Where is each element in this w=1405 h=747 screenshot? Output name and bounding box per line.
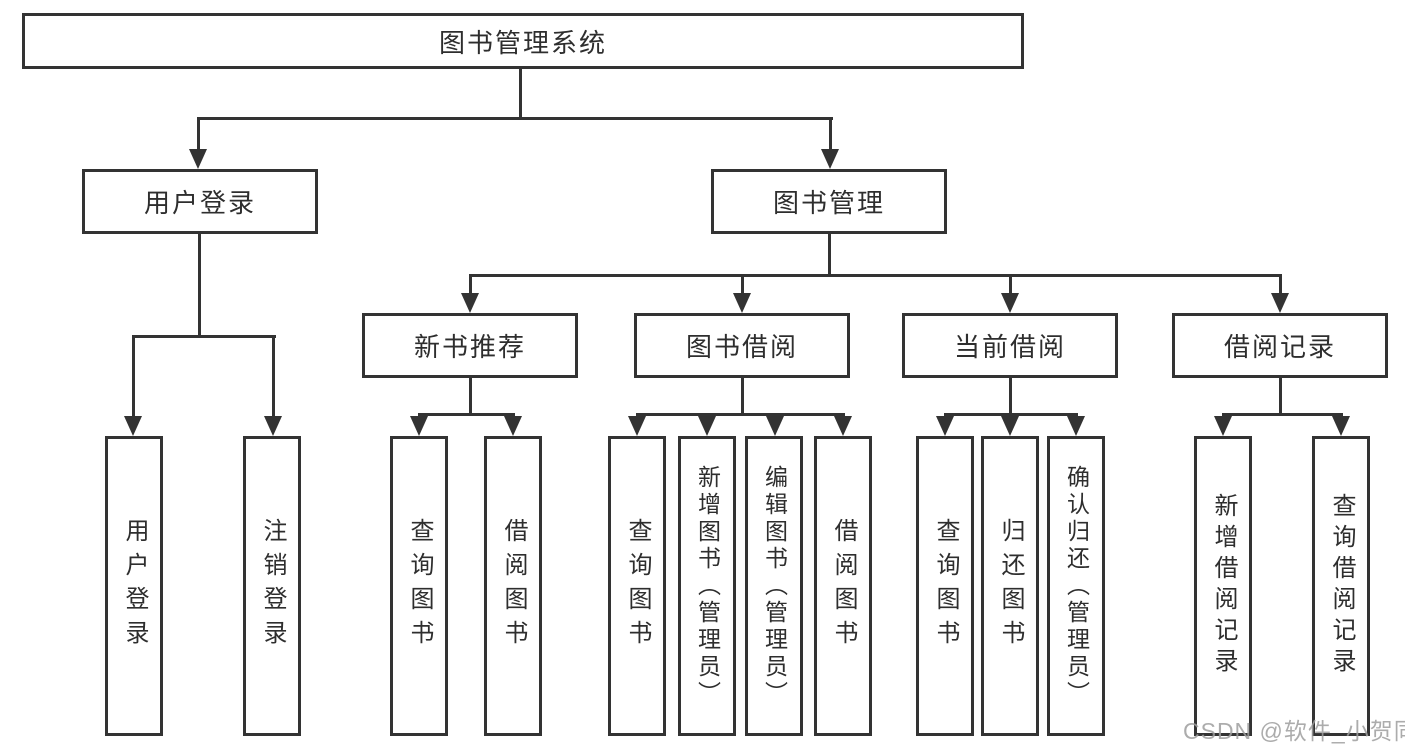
arrowhead-query-books-3 — [936, 416, 954, 436]
arrowhead-borrow-books-2 — [834, 416, 852, 436]
leaf-borrow-books-recommend: 借阅图书 — [484, 436, 542, 736]
leaf-label: 确认归还（管理员） — [1063, 464, 1090, 708]
connector-root-stem — [519, 68, 522, 119]
leaf-label: 借阅图书 — [830, 518, 857, 654]
leaf-query-books-current: 查询图书 — [916, 436, 974, 736]
node-book-borrowing-label: 图书借阅 — [685, 332, 798, 362]
arrowhead-return-books — [1001, 416, 1019, 436]
leaf-query-borrow-record: 查询借阅记录 — [1312, 436, 1370, 736]
leaf-logout: 注销登录 — [243, 436, 301, 736]
arrowhead-current-borrow — [1001, 293, 1019, 313]
leaf-borrow-books-borrowing: 借阅图书 — [814, 436, 872, 736]
connector-current-borrow-stem — [1009, 377, 1012, 416]
arrowhead-query-record — [1332, 416, 1350, 436]
connector-borrow-record-stem — [1279, 377, 1282, 416]
leaf-add-borrow-record: 新增借阅记录 — [1194, 436, 1252, 736]
leaf-logout-label: 注销登录 — [259, 518, 286, 654]
node-new-book-recommend-label: 新书推荐 — [413, 332, 526, 362]
arrowhead-edit-books — [766, 416, 784, 436]
connector-arm-book-mgmt — [829, 117, 832, 151]
connector-new-book-stem — [469, 377, 472, 416]
arrowhead-borrow-record — [1271, 293, 1289, 313]
connector-book-mgmt-stem — [828, 233, 831, 277]
leaf-query-books-borrowing: 查询图书 — [608, 436, 666, 736]
connector-user-login-split — [132, 335, 276, 338]
node-root-library-system: 图书管理系统 — [22, 13, 1024, 69]
leaf-label: 查询借阅记录 — [1328, 493, 1355, 679]
leaf-label: 编辑图书（管理员） — [761, 464, 788, 708]
leaf-label: 新增图书（管理员） — [694, 464, 721, 708]
arrowhead-leaf-logout — [264, 416, 282, 436]
connector-arm-new-book — [469, 274, 472, 295]
connector-arm-book-borrow — [741, 274, 744, 295]
arrowhead-query-books-2 — [628, 416, 646, 436]
node-book-borrowing: 图书借阅 — [634, 313, 850, 378]
arrowhead-query-books-1 — [410, 416, 428, 436]
node-current-borrowing: 当前借阅 — [902, 313, 1118, 378]
connector-level1-split — [197, 117, 833, 120]
node-user-login-label: 用户登录 — [143, 188, 256, 218]
connector-arm-leaf-login — [132, 335, 135, 418]
csdn-watermark: CSDN @软件_小贺同学 — [1183, 718, 1405, 744]
node-borrowing-records: 借阅记录 — [1172, 313, 1388, 378]
connector-level2-split — [469, 274, 1281, 277]
connector-arm-user-login — [197, 117, 200, 151]
node-book-management: 图书管理 — [711, 169, 947, 234]
arrowhead-book-mgmt — [821, 149, 839, 169]
leaf-label: 查询图书 — [406, 518, 433, 654]
arrowhead-add-record — [1214, 416, 1232, 436]
connector-arm-leaf-logout — [272, 335, 275, 418]
node-borrowing-records-label: 借阅记录 — [1223, 332, 1336, 362]
arrowhead-new-book — [461, 293, 479, 313]
node-new-book-recommend: 新书推荐 — [362, 313, 578, 378]
leaf-user-login: 用户登录 — [105, 436, 163, 736]
leaf-label: 查询图书 — [932, 518, 959, 654]
leaf-edit-books-admin: 编辑图书（管理员） — [745, 436, 803, 736]
connector-arm-borrow-record — [1279, 274, 1282, 295]
leaf-return-books: 归还图书 — [981, 436, 1039, 736]
leaf-user-login-label: 用户登录 — [121, 518, 148, 654]
arrowhead-confirm-return — [1067, 416, 1085, 436]
leaf-query-books-recommend: 查询图书 — [390, 436, 448, 736]
leaf-label: 归还图书 — [997, 518, 1024, 654]
node-current-borrowing-label: 当前借阅 — [953, 332, 1066, 362]
leaf-add-books-admin: 新增图书（管理员） — [678, 436, 736, 736]
arrowhead-leaf-login — [124, 416, 142, 436]
arrowhead-add-books — [698, 416, 716, 436]
arrowhead-user-login — [189, 149, 207, 169]
arrowhead-book-borrow — [733, 293, 751, 313]
leaf-label: 新增借阅记录 — [1210, 493, 1237, 679]
connector-borrow-record-split — [1222, 413, 1343, 416]
node-root-label: 图书管理系统 — [438, 27, 607, 58]
leaf-confirm-return-admin: 确认归还（管理员） — [1047, 436, 1105, 736]
connector-book-borrow-split — [636, 413, 845, 416]
connector-book-borrow-stem — [741, 377, 744, 416]
connector-user-login-stem — [198, 233, 201, 338]
node-book-management-label: 图书管理 — [772, 188, 885, 218]
leaf-label: 查询图书 — [624, 518, 651, 654]
arrowhead-borrow-books-1 — [504, 416, 522, 436]
connector-arm-current-borrow — [1009, 274, 1012, 295]
node-user-login: 用户登录 — [82, 169, 318, 234]
leaf-label: 借阅图书 — [500, 518, 527, 654]
connector-new-book-split — [418, 413, 515, 416]
